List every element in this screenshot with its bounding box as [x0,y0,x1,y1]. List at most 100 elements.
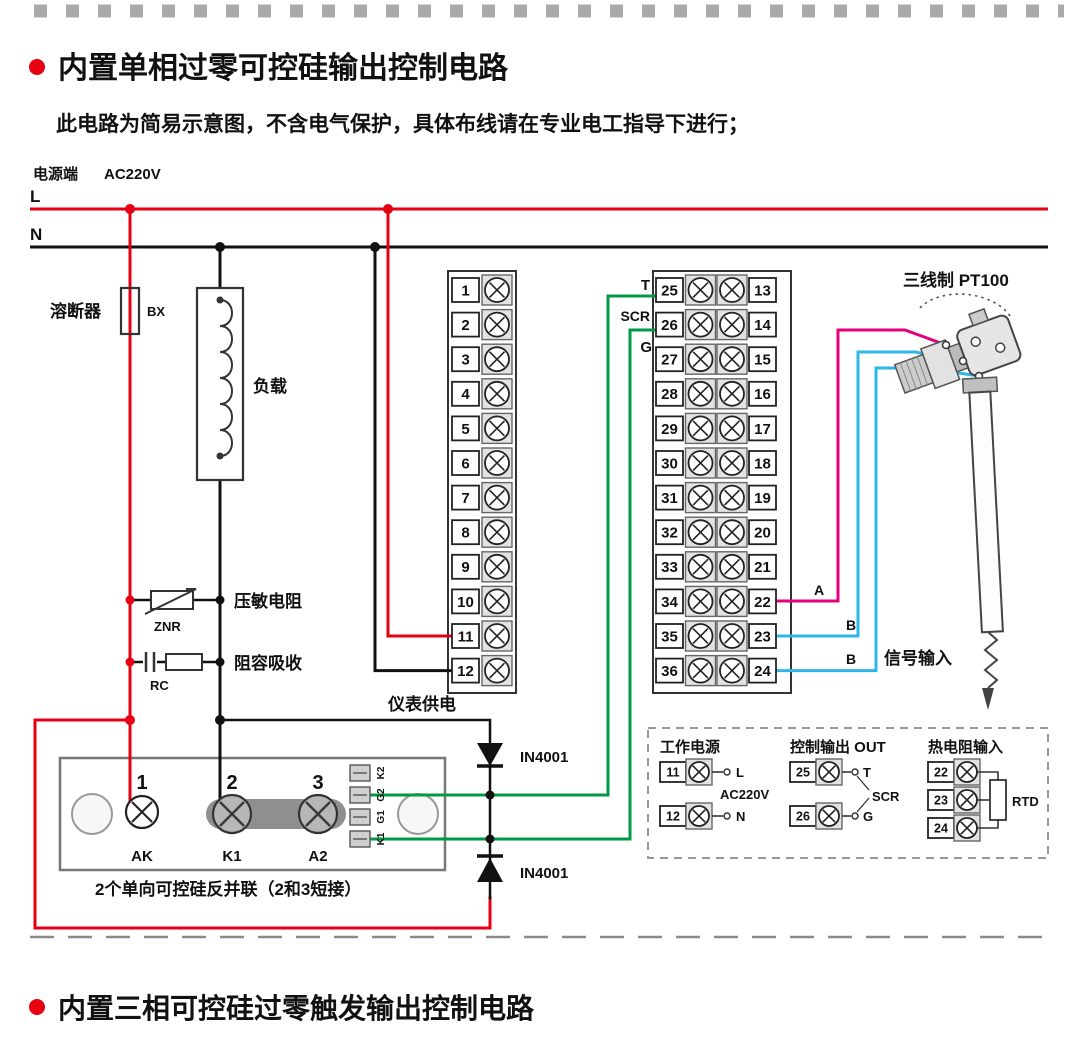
terminal-number: 12 [457,663,474,680]
terminal-number: 10 [457,594,474,611]
signal-b1-label: B [846,617,856,633]
terminal-number-box [451,553,480,580]
terminal-number-box [748,311,777,338]
terminal-number: 30 [661,455,678,472]
load-symbol [195,286,245,482]
terminal-number-box [655,519,684,546]
sensor-head-screw [970,336,981,347]
scr-side-terminal-label: G2 [376,788,387,802]
scr-side-terminal-label: G1 [376,810,387,824]
terminal-number-box [451,415,480,442]
module-mount-hole-left [71,793,113,835]
section1-title: 内置单相过零可控硅输出控制电路 [58,52,509,85]
terminal-number-box [748,277,777,303]
legend-power-voltage: AC220V [720,787,769,802]
sensor-wire-contact-b1 [958,356,968,366]
line-l-label: L [30,187,40,206]
module-terminal-3-number: 3 [312,772,323,794]
meter-supply-neutral-wire [373,245,454,673]
terminal-number-box [748,415,777,442]
scr-module-terminals: 1 2 3 AK K1 A2 [124,772,339,865]
scr-side-terminal-label: K1 [376,832,387,845]
terminal-number-box [655,346,684,373]
legend-box [647,727,1049,859]
module-terminal-1-number: 1 [136,772,147,794]
sensor-head-screw [994,342,1006,353]
terminal-number: 32 [661,525,678,542]
terminal-number-box [451,380,480,407]
terminal-number: 35 [661,628,678,645]
scr-side-terminal-label: K2 [376,766,387,779]
terminal-number: 36 [661,663,678,680]
terminal-number: 24 [754,663,771,680]
legend-rtd-title: 热电阻输入 [928,738,1003,756]
terminal-number-box [748,553,777,580]
terminal-number: 7 [461,490,469,507]
terminal-number: 23 [754,628,771,645]
legend-rtd-label: RTD [1012,794,1039,809]
fuse-code: BX [147,304,165,319]
signal-a-label: A [814,582,824,598]
varistor-code: ZNR [154,619,181,634]
rtd-b1-wire [775,350,965,638]
signal-b2-label: B [846,651,856,667]
terminal-number: 17 [754,421,771,438]
sensor-type-label: 三线制 PT100 [903,270,1009,290]
diode-1-label: IN4001 [520,749,568,766]
legend-power-n-label: N [736,809,745,824]
meter-supply-live-wire [386,207,454,638]
terminal-number-box [451,484,480,511]
power-voltage-label: AC220V [104,166,161,183]
sensor-probe-shaft [968,390,1004,634]
trigger-g-wire [368,328,658,841]
terminal-number-box [451,277,480,303]
signal-input-label: 信号输入 [884,648,952,668]
terminal-number-box [451,346,480,373]
terminal-number-box [655,415,684,442]
terminal-number-box [748,346,777,373]
terminal-number: 18 [754,455,771,472]
section1-bullet [29,59,45,75]
varistor-symbol [144,588,197,615]
terminal-number: 12 [666,810,680,824]
terminal-number-box [655,657,684,684]
terminal-number-box [451,657,480,684]
terminal-number: 11 [666,766,679,780]
terminal-number: 14 [754,317,771,334]
line-n-label: N [30,225,42,244]
rtd-a-wire [775,328,948,603]
terminal-number: 26 [796,810,810,824]
rc-label: 阻容吸收 [234,653,302,673]
fuse-symbol [119,286,141,336]
terminal-number-box [655,623,684,649]
junction-dots [125,204,495,844]
terminal-number-box [748,380,777,407]
module-terminal-3-name: A2 [308,848,327,865]
legend-power-l-label: L [736,765,744,780]
terminal-number-box [451,450,480,476]
terminal-number: 13 [754,282,771,299]
terminal-number: 22 [934,766,948,780]
terminal-number: 23 [934,794,948,808]
terminal-number: 15 [754,352,771,369]
terminal-number: 33 [661,559,678,576]
legend-output-g-label: G [863,809,873,824]
scr-module [58,756,447,872]
module-note: 2个单向可控硅反并联（2和3短接） [95,879,361,899]
load-label: 负载 [253,376,287,396]
output-g-label: G [640,339,652,356]
rc-snubber-symbol [143,652,203,672]
terminal-number-box [451,588,480,615]
diode-1-symbol [477,743,503,768]
terminal-number-box [748,623,777,649]
sensor-spring-tip [983,631,999,689]
legend-rtd-symbol [989,779,1007,821]
terminal-number: 22 [754,594,771,611]
terminal-number: 3 [461,352,469,369]
terminal-number-box [748,519,777,546]
diode-2-label: IN4001 [520,865,568,882]
section2-bullet [29,999,45,1015]
